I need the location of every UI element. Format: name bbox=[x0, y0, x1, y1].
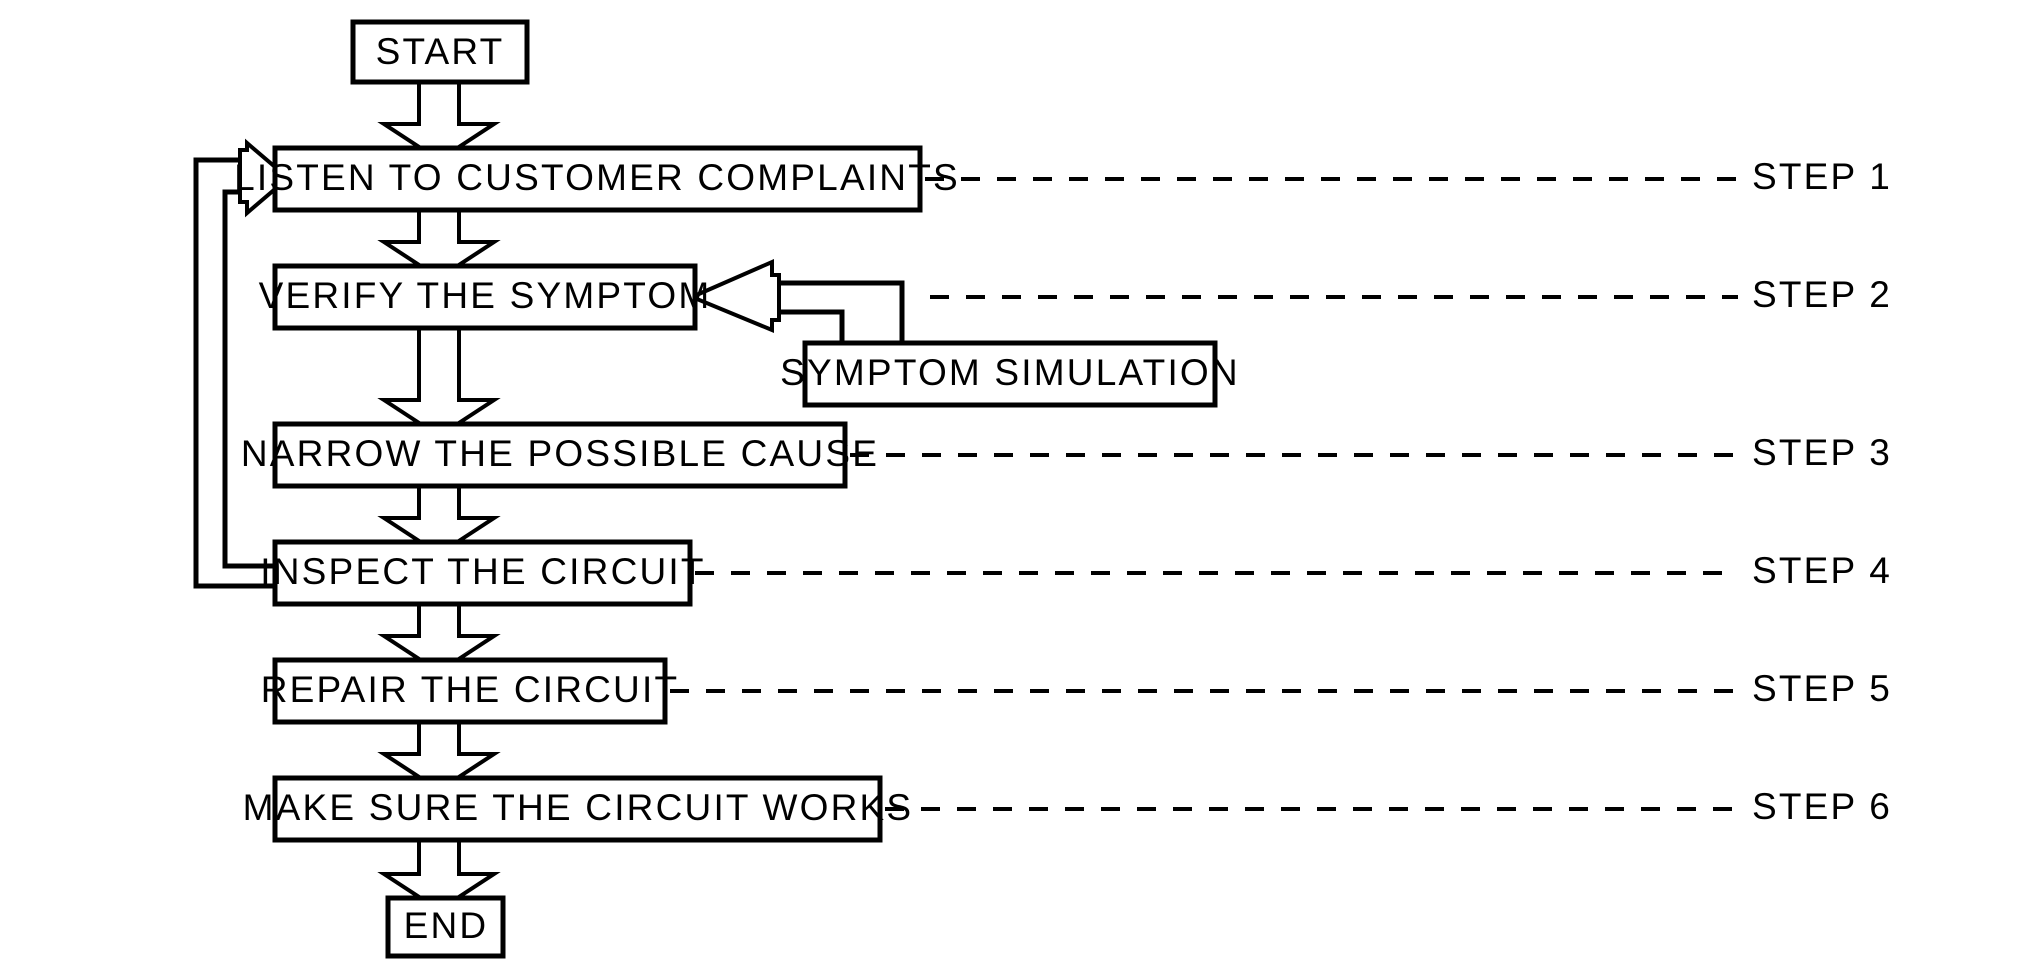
step-leader-lines bbox=[670, 177, 1738, 811]
node-end-label: END bbox=[404, 905, 489, 946]
step-label-2: STEP 2 bbox=[1752, 274, 1892, 315]
node-symptom-simulation[interactable]: SYMPTOM SIMULATION bbox=[780, 340, 1240, 408]
connector-step3-to-step4 bbox=[377, 484, 501, 557]
node-start[interactable]: START bbox=[350, 19, 530, 85]
node-step1-label: LISTEN TO CUSTOMER COMPLAINTS bbox=[234, 157, 960, 198]
step-label-4: STEP 4 bbox=[1752, 550, 1892, 591]
node-inspect-the-circuit[interactable]: INSPECT THE CIRCUIT bbox=[260, 539, 705, 607]
node-step4-label: INSPECT THE CIRCUIT bbox=[260, 551, 705, 592]
connector-start-to-step1 bbox=[377, 80, 501, 163]
connector-sim-to-step2-feed bbox=[686, 258, 905, 346]
step-label-6: STEP 6 bbox=[1752, 786, 1892, 827]
step-label-5: STEP 5 bbox=[1752, 668, 1892, 709]
node-verify-the-symptom[interactable]: VERIFY THE SYMPTOM bbox=[259, 263, 712, 331]
node-step5-label: REPAIR THE CIRCUIT bbox=[261, 669, 680, 710]
connector-step4-to-step1-feedback bbox=[193, 138, 292, 589]
node-listen-to-customer-complaints[interactable]: LISTEN TO CUSTOMER COMPLAINTS bbox=[234, 145, 960, 213]
node-start-label: START bbox=[376, 31, 505, 72]
node-sim-label: SYMPTOM SIMULATION bbox=[780, 352, 1240, 393]
step-label-1: STEP 1 bbox=[1752, 156, 1892, 197]
step-label-3: STEP 3 bbox=[1752, 432, 1892, 473]
node-end[interactable]: END bbox=[385, 895, 506, 959]
node-repair-the-circuit[interactable]: REPAIR THE CIRCUIT bbox=[261, 657, 680, 725]
node-step3-label: NARROW THE POSSIBLE CAUSE bbox=[241, 433, 879, 474]
connector-step6-to-end bbox=[377, 838, 501, 913]
connector-step1-to-step2 bbox=[377, 208, 501, 281]
node-step2-label: VERIFY THE SYMPTOM bbox=[259, 275, 712, 316]
connector-step2-to-step3 bbox=[377, 326, 501, 439]
connector-step4-to-step5 bbox=[377, 602, 501, 675]
connector-step5-to-step6 bbox=[377, 720, 501, 793]
node-make-sure-the-circuit-works[interactable]: MAKE SURE THE CIRCUIT WORKS bbox=[243, 775, 914, 843]
node-step6-label: MAKE SURE THE CIRCUIT WORKS bbox=[243, 787, 914, 828]
node-narrow-the-possible-cause[interactable]: NARROW THE POSSIBLE CAUSE bbox=[241, 421, 879, 489]
